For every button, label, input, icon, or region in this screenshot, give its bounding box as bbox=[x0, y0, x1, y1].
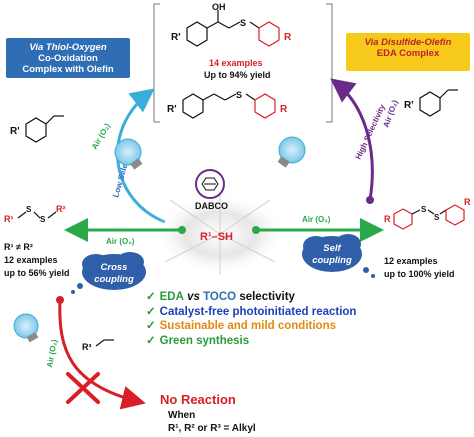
r-bottom: R bbox=[280, 104, 288, 115]
cross-examples: 12 examples bbox=[4, 255, 58, 265]
highlights-list: ✓EDA vs TOCO selectivity✓Catalyst-free p… bbox=[146, 290, 396, 348]
highlight-text: EDA bbox=[159, 291, 184, 303]
alkene-r3-structure bbox=[95, 339, 114, 347]
eda-callout: Via Disulfide-Olefin EDA Complex bbox=[346, 33, 470, 71]
self-s1: S bbox=[421, 205, 427, 214]
oh-label: OH bbox=[212, 2, 226, 12]
r-prime-top: R' bbox=[171, 32, 181, 43]
cross-coupling-line1: Cross bbox=[101, 262, 128, 273]
self-r-right: R bbox=[464, 197, 471, 207]
no-reaction-condition: R¹, R² or R³ = Alkyl bbox=[168, 423, 256, 434]
self-s2: S bbox=[434, 213, 440, 222]
high-selectivity-origin-dot bbox=[366, 196, 374, 204]
highlight-item: ✓Green synthesis bbox=[146, 334, 396, 349]
highlight-text: selectivity bbox=[236, 291, 295, 303]
r-prime-bottom: R' bbox=[167, 104, 177, 115]
eda-callout-line2: EDA Complex bbox=[376, 48, 440, 59]
r-prime-right: R' bbox=[404, 100, 414, 111]
product-examples: 14 examples bbox=[209, 58, 263, 68]
toco-callout: Via Thiol-Oxygen Co-Oxidation Complex wi… bbox=[6, 38, 130, 78]
no-reaction-title: No Reaction bbox=[160, 392, 236, 407]
dabco-cage bbox=[201, 177, 219, 191]
r3-label: R³ bbox=[82, 342, 92, 352]
air-left-origin-dot bbox=[178, 226, 186, 234]
air-down-label: Air (O₂) bbox=[45, 338, 59, 368]
toco-callout-line2: Co-Oxidation bbox=[38, 53, 98, 64]
highlight-text: Sustainable and mild conditions bbox=[159, 320, 336, 332]
high-selectivity-arrow bbox=[330, 78, 374, 201]
dabco-label: DABCO bbox=[195, 201, 228, 211]
air-right-label: Air (O₂) bbox=[302, 215, 331, 224]
lightbulb-icon bbox=[277, 136, 306, 168]
self-r-left: R bbox=[384, 214, 391, 224]
cloud-icon bbox=[71, 252, 146, 294]
check-icon: ✓ bbox=[146, 305, 156, 318]
product-bracket bbox=[153, 3, 333, 123]
self-disulfide-structure bbox=[393, 204, 465, 230]
self-yield: up to 100% yield bbox=[384, 269, 455, 279]
cross-r1: R¹ bbox=[4, 214, 14, 224]
highlight-text: vs bbox=[183, 291, 204, 303]
cross-yield: up to 56% yield bbox=[4, 268, 70, 278]
r-prime-left: R' bbox=[10, 126, 20, 137]
styrene-right-structure bbox=[419, 89, 458, 117]
toco-callout-line1: Via Thiol-Oxygen bbox=[29, 42, 107, 53]
air-upper-right-label: Air (O₂) bbox=[381, 99, 399, 129]
highlight-item: ✓Sustainable and mild conditions bbox=[146, 319, 396, 334]
cross-s2: S bbox=[40, 215, 46, 224]
cross-disulfide-structure bbox=[17, 211, 57, 219]
check-icon: ✓ bbox=[146, 291, 156, 303]
air-upper-left-label: Air (O₂) bbox=[90, 122, 112, 151]
eda-callout-line1: Via Disulfide-Olefin bbox=[364, 37, 452, 48]
highlight-item: ✓EDA vs TOCO selectivity bbox=[146, 290, 396, 305]
no-reaction-when: When bbox=[168, 410, 195, 421]
burst-rays bbox=[164, 195, 276, 275]
hydroxy-sulfide-structure bbox=[186, 10, 280, 47]
thiol-label: R¹–SH bbox=[200, 231, 233, 243]
lightbulb-icon bbox=[13, 313, 39, 343]
air-right-origin-dot bbox=[252, 226, 260, 234]
cross-r2: R² bbox=[56, 204, 66, 214]
product-yield: Up to 94% yield bbox=[204, 70, 271, 80]
check-icon: ✓ bbox=[146, 320, 156, 332]
air-left-label: Air (O₂) bbox=[106, 237, 135, 246]
check-icon: ✓ bbox=[146, 334, 156, 347]
no-reaction-arrow bbox=[58, 299, 146, 410]
cross-coupling-line2: coupling bbox=[94, 274, 134, 285]
self-examples: 12 examples bbox=[384, 256, 438, 266]
lightbulb-icon bbox=[114, 138, 143, 170]
self-coupling-line1: Self bbox=[323, 243, 341, 254]
styrene-left-structure bbox=[25, 115, 64, 143]
self-coupling-line2: coupling bbox=[312, 255, 352, 266]
highlight-text: TOCO bbox=[203, 291, 237, 303]
highlight-text: Green synthesis bbox=[159, 334, 250, 347]
cross-condition: R¹ ≠ R² bbox=[4, 242, 33, 252]
cross-s1: S bbox=[26, 205, 32, 214]
cloud-icon bbox=[302, 234, 375, 278]
sulfur-label-top: S bbox=[240, 18, 246, 28]
sulfur-label-bottom: S bbox=[236, 90, 242, 100]
cross-mark-icon bbox=[66, 372, 100, 404]
alkyl-sulfide-structure bbox=[182, 93, 276, 119]
r-top: R bbox=[284, 32, 292, 43]
highlight-text: Catalyst-free photoinitiated reaction bbox=[159, 305, 357, 318]
highlight-item: ✓Catalyst-free photoinitiated reaction bbox=[146, 305, 396, 320]
low-selectivity-arrow bbox=[116, 88, 166, 224]
toco-callout-line3: Complex with Olefin bbox=[22, 64, 114, 75]
